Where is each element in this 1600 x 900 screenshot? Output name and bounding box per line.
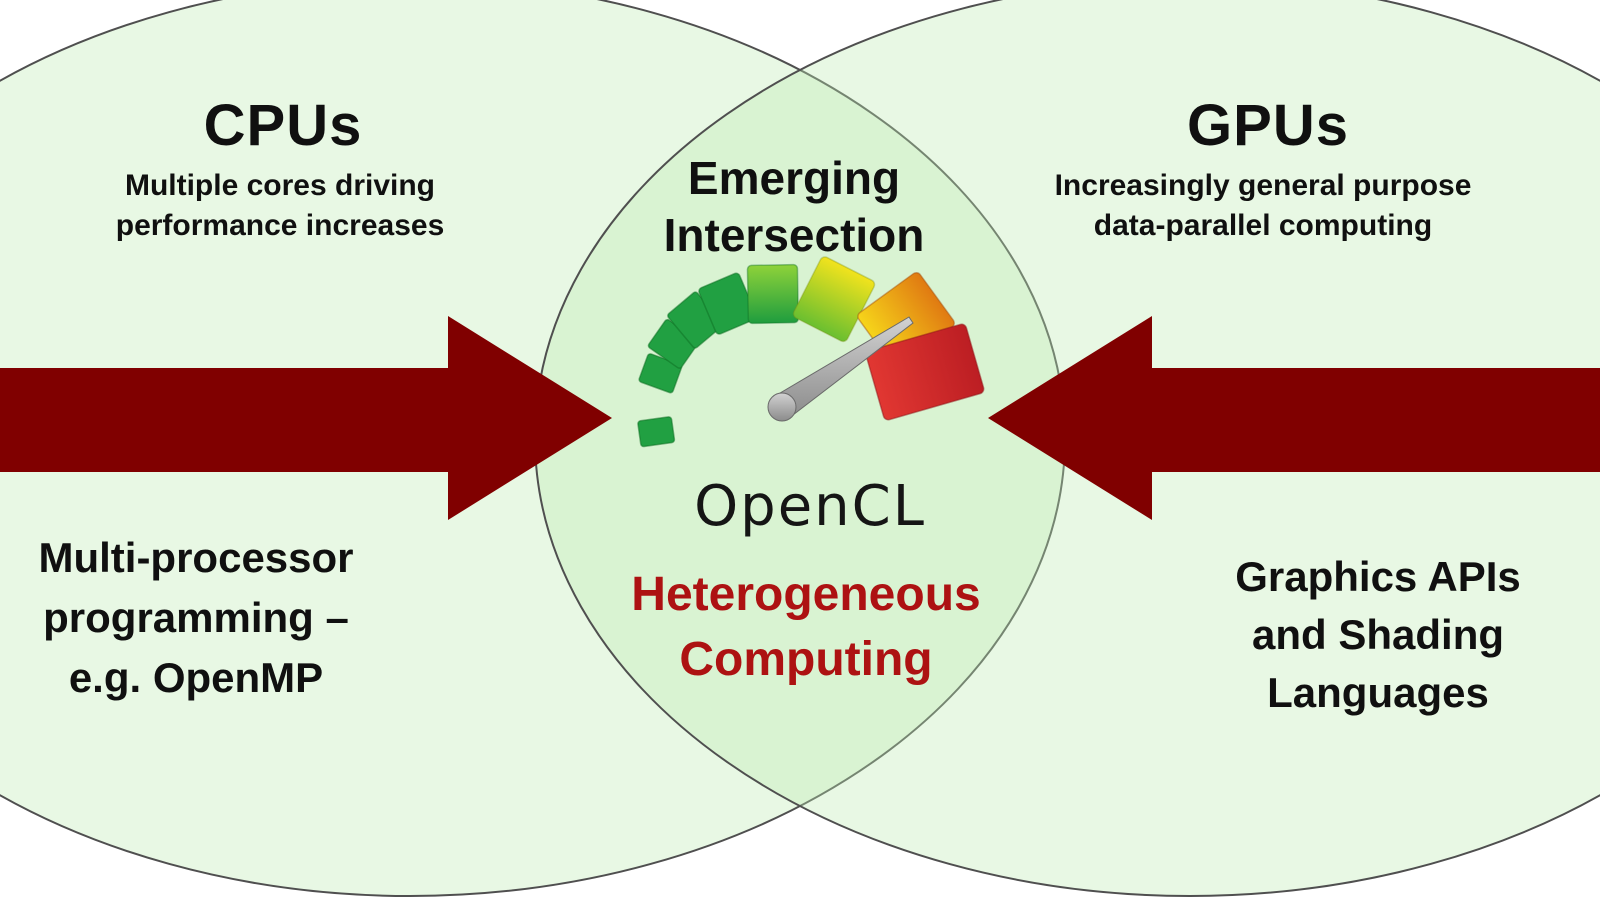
intersection-tagline-line2: Computing: [679, 633, 933, 686]
gpus-subtitle-line1: Increasingly general purpose: [1054, 169, 1472, 202]
cpus-subtitle-line2: performance increases: [115, 209, 445, 242]
cpus-caption: Multi-processor programming – e.g. OpenM…: [38, 528, 353, 708]
intersection-heading-line1: Emerging: [687, 152, 901, 204]
arrow-left-icon: [988, 316, 1600, 520]
intersection-tagline: Heterogeneous Computing: [631, 562, 980, 692]
intersection-tagline-line1: Heterogeneous: [631, 568, 981, 621]
gpus-subtitle: Increasingly general purpose data-parall…: [1055, 166, 1472, 246]
gpus-caption-line1: Graphics APIs: [1235, 553, 1521, 600]
cpus-title: CPUs: [203, 93, 363, 158]
speedometer-gauge-icon: [637, 256, 985, 448]
arrow-right-icon: [0, 316, 612, 520]
gpus-caption-line2: and Shading: [1252, 611, 1504, 658]
cpus-caption-line1: Multi-processor: [38, 534, 354, 581]
gpus-subtitle-line2: data-parallel computing: [1093, 209, 1433, 242]
gauge-segment: [637, 416, 676, 448]
cpus-subtitle: Multiple cores driving performance incre…: [116, 166, 445, 246]
opencl-wordmark: OpenCL: [694, 474, 926, 539]
gauge-needle: [767, 316, 914, 422]
cpus-subtitle-line1: Multiple cores driving: [124, 169, 436, 202]
gpus-caption: Graphics APIs and Shading Languages: [1235, 548, 1521, 722]
gauge-segment: [865, 323, 985, 421]
intersection-heading-line2: Intersection: [663, 209, 925, 261]
cpus-caption-line2: programming –: [43, 594, 349, 641]
gpus-caption-line3: Languages: [1267, 669, 1489, 716]
cpus-caption-line3: e.g. OpenMP: [68, 654, 324, 701]
gauge-segment: [746, 263, 800, 325]
intersection-heading: Emerging Intersection: [664, 150, 925, 264]
gpus-title: GPUs: [1187, 93, 1349, 158]
